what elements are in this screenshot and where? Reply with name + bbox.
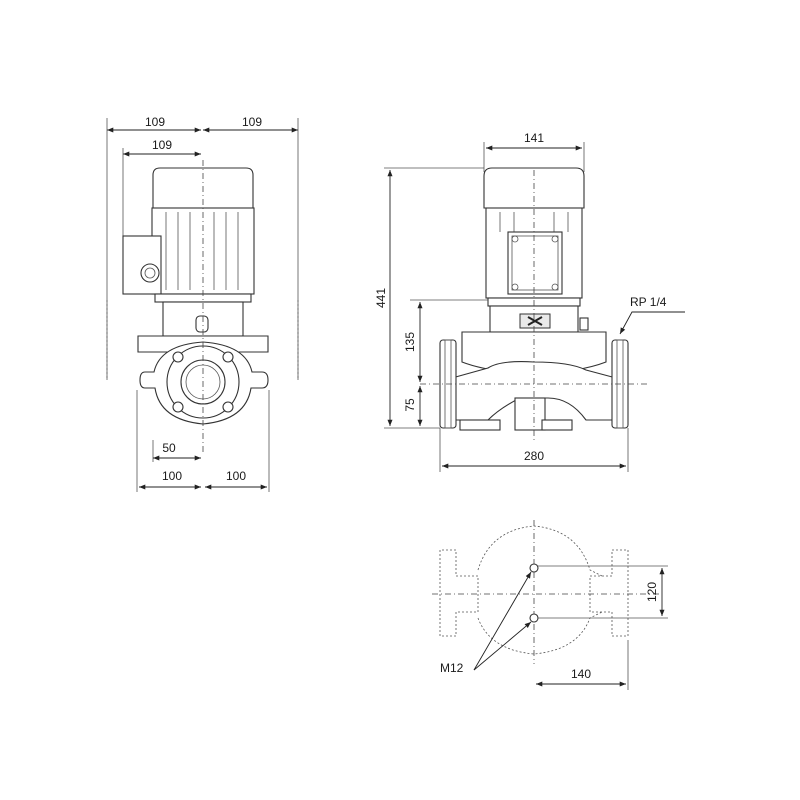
dim-front-motor-width: 141 [524,131,544,145]
dim-base-bolt-offset: 140 [571,667,591,681]
label-vent-plug: RP 1/4 [630,295,667,309]
dim-front-upper-height: 135 [403,332,417,352]
side-view: 109 109 109 50 100 100 [106,115,299,492]
dim-side-right-width: 109 [242,115,262,129]
dim-side-base-left: 100 [162,469,182,483]
dim-front-total-height: 441 [374,288,388,308]
motor-fins [165,212,239,290]
label-base-bolt: M12 [440,661,464,675]
dim-front-port-to-port: 280 [524,449,544,463]
dim-base-bolt-spacing: 120 [645,582,659,602]
flange-bolt-holes [172,351,234,413]
dim-side-terminal-width: 109 [152,138,172,152]
dim-side-flange-offset: 50 [162,441,176,455]
motor-fins-front [499,212,569,232]
base-view: M12 120 140 [432,520,668,690]
dim-side-base-right: 100 [226,469,246,483]
front-view: 141 441 135 75 280 RP 1/4 [374,131,685,472]
dim-side-left-width: 109 [145,115,165,129]
dim-front-axis-height: 75 [403,398,417,412]
